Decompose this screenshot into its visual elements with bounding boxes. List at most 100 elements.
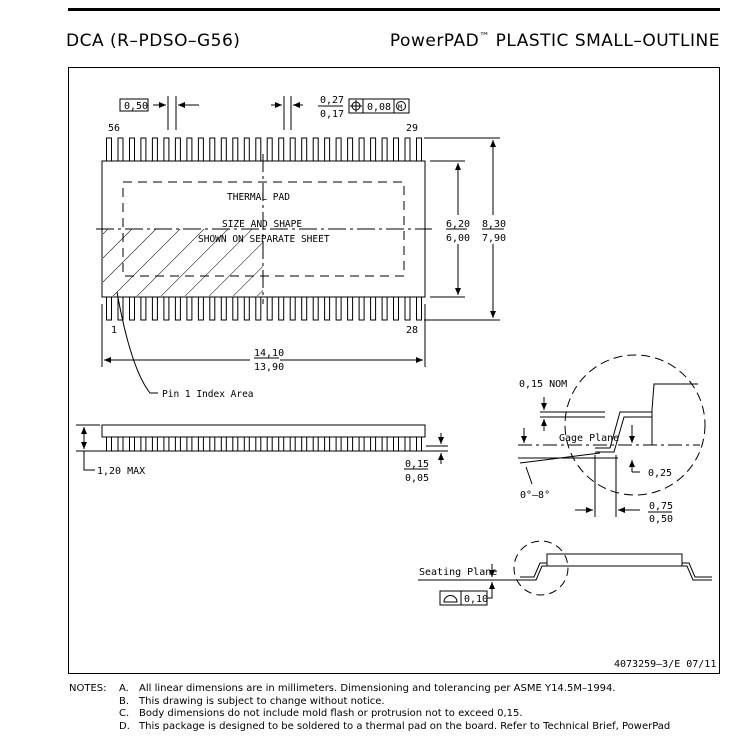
- lead: [129, 296, 135, 321]
- total-width-min: 7,90: [482, 233, 506, 244]
- lead: [347, 137, 354, 162]
- lead: [358, 296, 365, 321]
- note-row-c: C.Body dimensions do not include mold fl…: [69, 708, 670, 721]
- nom-label: 0,15 NOM: [519, 379, 567, 390]
- lead: [312, 137, 319, 162]
- note-key: C.: [119, 708, 130, 719]
- side-lead: [347, 436, 354, 452]
- lead-width-min: 0,17: [320, 109, 344, 120]
- lead: [163, 296, 170, 321]
- side-lead: [393, 436, 399, 452]
- side-view: [76, 424, 448, 471]
- lead: [301, 137, 308, 162]
- side-lead: [140, 436, 147, 452]
- lead: [243, 296, 250, 321]
- lead: [255, 296, 262, 321]
- lead: [129, 137, 135, 162]
- lead: [370, 296, 377, 321]
- position-tolerance-value: 0,08: [367, 102, 391, 113]
- angle-label: 0°–8°: [520, 490, 550, 501]
- side-lead: [106, 436, 112, 452]
- top-view-labels: 0,50 0,27 0,17 0,08 M 56 29 1 28 THERMAL…: [108, 95, 506, 400]
- side-lead: [197, 436, 204, 452]
- thermal-pad-outline: [122, 181, 405, 277]
- detail-circle: [564, 354, 706, 496]
- lead: [404, 137, 411, 162]
- top-leads: [106, 137, 422, 162]
- height-max-label: 1,20 MAX: [97, 466, 145, 477]
- mmc-modifier: M: [398, 104, 402, 112]
- side-lead: [278, 436, 285, 452]
- side-lead: [358, 436, 365, 452]
- lead: [289, 137, 296, 162]
- side-lead: [129, 436, 135, 452]
- side-lead: [232, 436, 239, 452]
- lead: [220, 296, 227, 321]
- seating-view: [418, 540, 712, 606]
- lead: [404, 296, 411, 321]
- lead: [140, 137, 147, 162]
- brand-name: PowerPAD: [389, 31, 480, 51]
- side-lead: [404, 436, 411, 452]
- pin-56-label: 56: [108, 123, 120, 134]
- lead: [117, 137, 124, 162]
- note-text: All linear dimensions are in millimeters…: [139, 683, 616, 694]
- notes-title: NOTES:: [69, 683, 107, 694]
- body-width-max: 6,20: [446, 219, 470, 230]
- standoff-min: 0,05: [405, 473, 429, 484]
- coplanarity-frame: [439, 590, 488, 606]
- top-rule: [68, 8, 720, 11]
- coplanarity-leader: [487, 582, 493, 599]
- side-lead: [416, 436, 422, 452]
- pin-29-label: 29: [406, 123, 418, 134]
- length-min: 13,90: [254, 362, 284, 373]
- top-view: [96, 96, 504, 394]
- pitch-value: 0,50: [124, 101, 148, 112]
- pin-28-label: 28: [406, 325, 418, 336]
- side-lead: [117, 436, 124, 452]
- coplanarity-value: 0,10: [464, 594, 488, 605]
- lead: [335, 296, 342, 321]
- lead: [209, 296, 216, 321]
- side-lead: [301, 436, 308, 452]
- lead: [197, 296, 204, 321]
- lead: [174, 296, 181, 321]
- drawing-frame: [68, 67, 720, 674]
- side-lead: [255, 436, 262, 452]
- lead: [232, 296, 239, 321]
- lead: [278, 296, 285, 321]
- lead: [381, 296, 388, 321]
- lead: [232, 137, 239, 162]
- side-lead: [163, 436, 170, 452]
- pin1-leader: [116, 291, 158, 394]
- angle-arc: [525, 466, 533, 485]
- lead: [289, 296, 296, 321]
- lead: [255, 137, 262, 162]
- side-lead: [151, 436, 158, 452]
- foot-min: 0,50: [649, 514, 673, 525]
- lead: [266, 137, 273, 162]
- note-row-d: D.This package is designed to be soldere…: [69, 721, 670, 734]
- thermal-pad-sheet-label: SHOWN ON SEPARATE SHEET: [198, 234, 330, 245]
- package-type: PLASTIC SMALL–OUTLINE: [495, 31, 720, 51]
- mmc-circle-icon: [396, 101, 406, 111]
- lead: [163, 137, 170, 162]
- body-width-min: 6,00: [446, 233, 470, 244]
- note-key: A.: [119, 683, 129, 694]
- pin1-index-area: [103, 229, 263, 296]
- lead: [151, 137, 158, 162]
- detail-view-labels: 0,15 NOM Gage Plane 0,25 0°–8° 0,75 0,50: [519, 379, 673, 525]
- side-lead: [220, 436, 227, 452]
- note-text: This package is designed to be soldered …: [139, 720, 671, 732]
- seating-lead-right-lower: [682, 565, 712, 581]
- length-max: 14,10: [254, 348, 284, 359]
- note-row-a: NOTES: A. All linear dimensions are in mil…: [69, 683, 670, 696]
- seating-lead-left-lower: [520, 565, 547, 581]
- side-lead: [243, 436, 250, 452]
- side-leads: [106, 436, 422, 452]
- lead: [381, 137, 388, 162]
- lead: [151, 296, 158, 321]
- height-leader: [83, 451, 95, 471]
- side-lead: [209, 436, 216, 452]
- position-tolerance-frame: [348, 98, 410, 114]
